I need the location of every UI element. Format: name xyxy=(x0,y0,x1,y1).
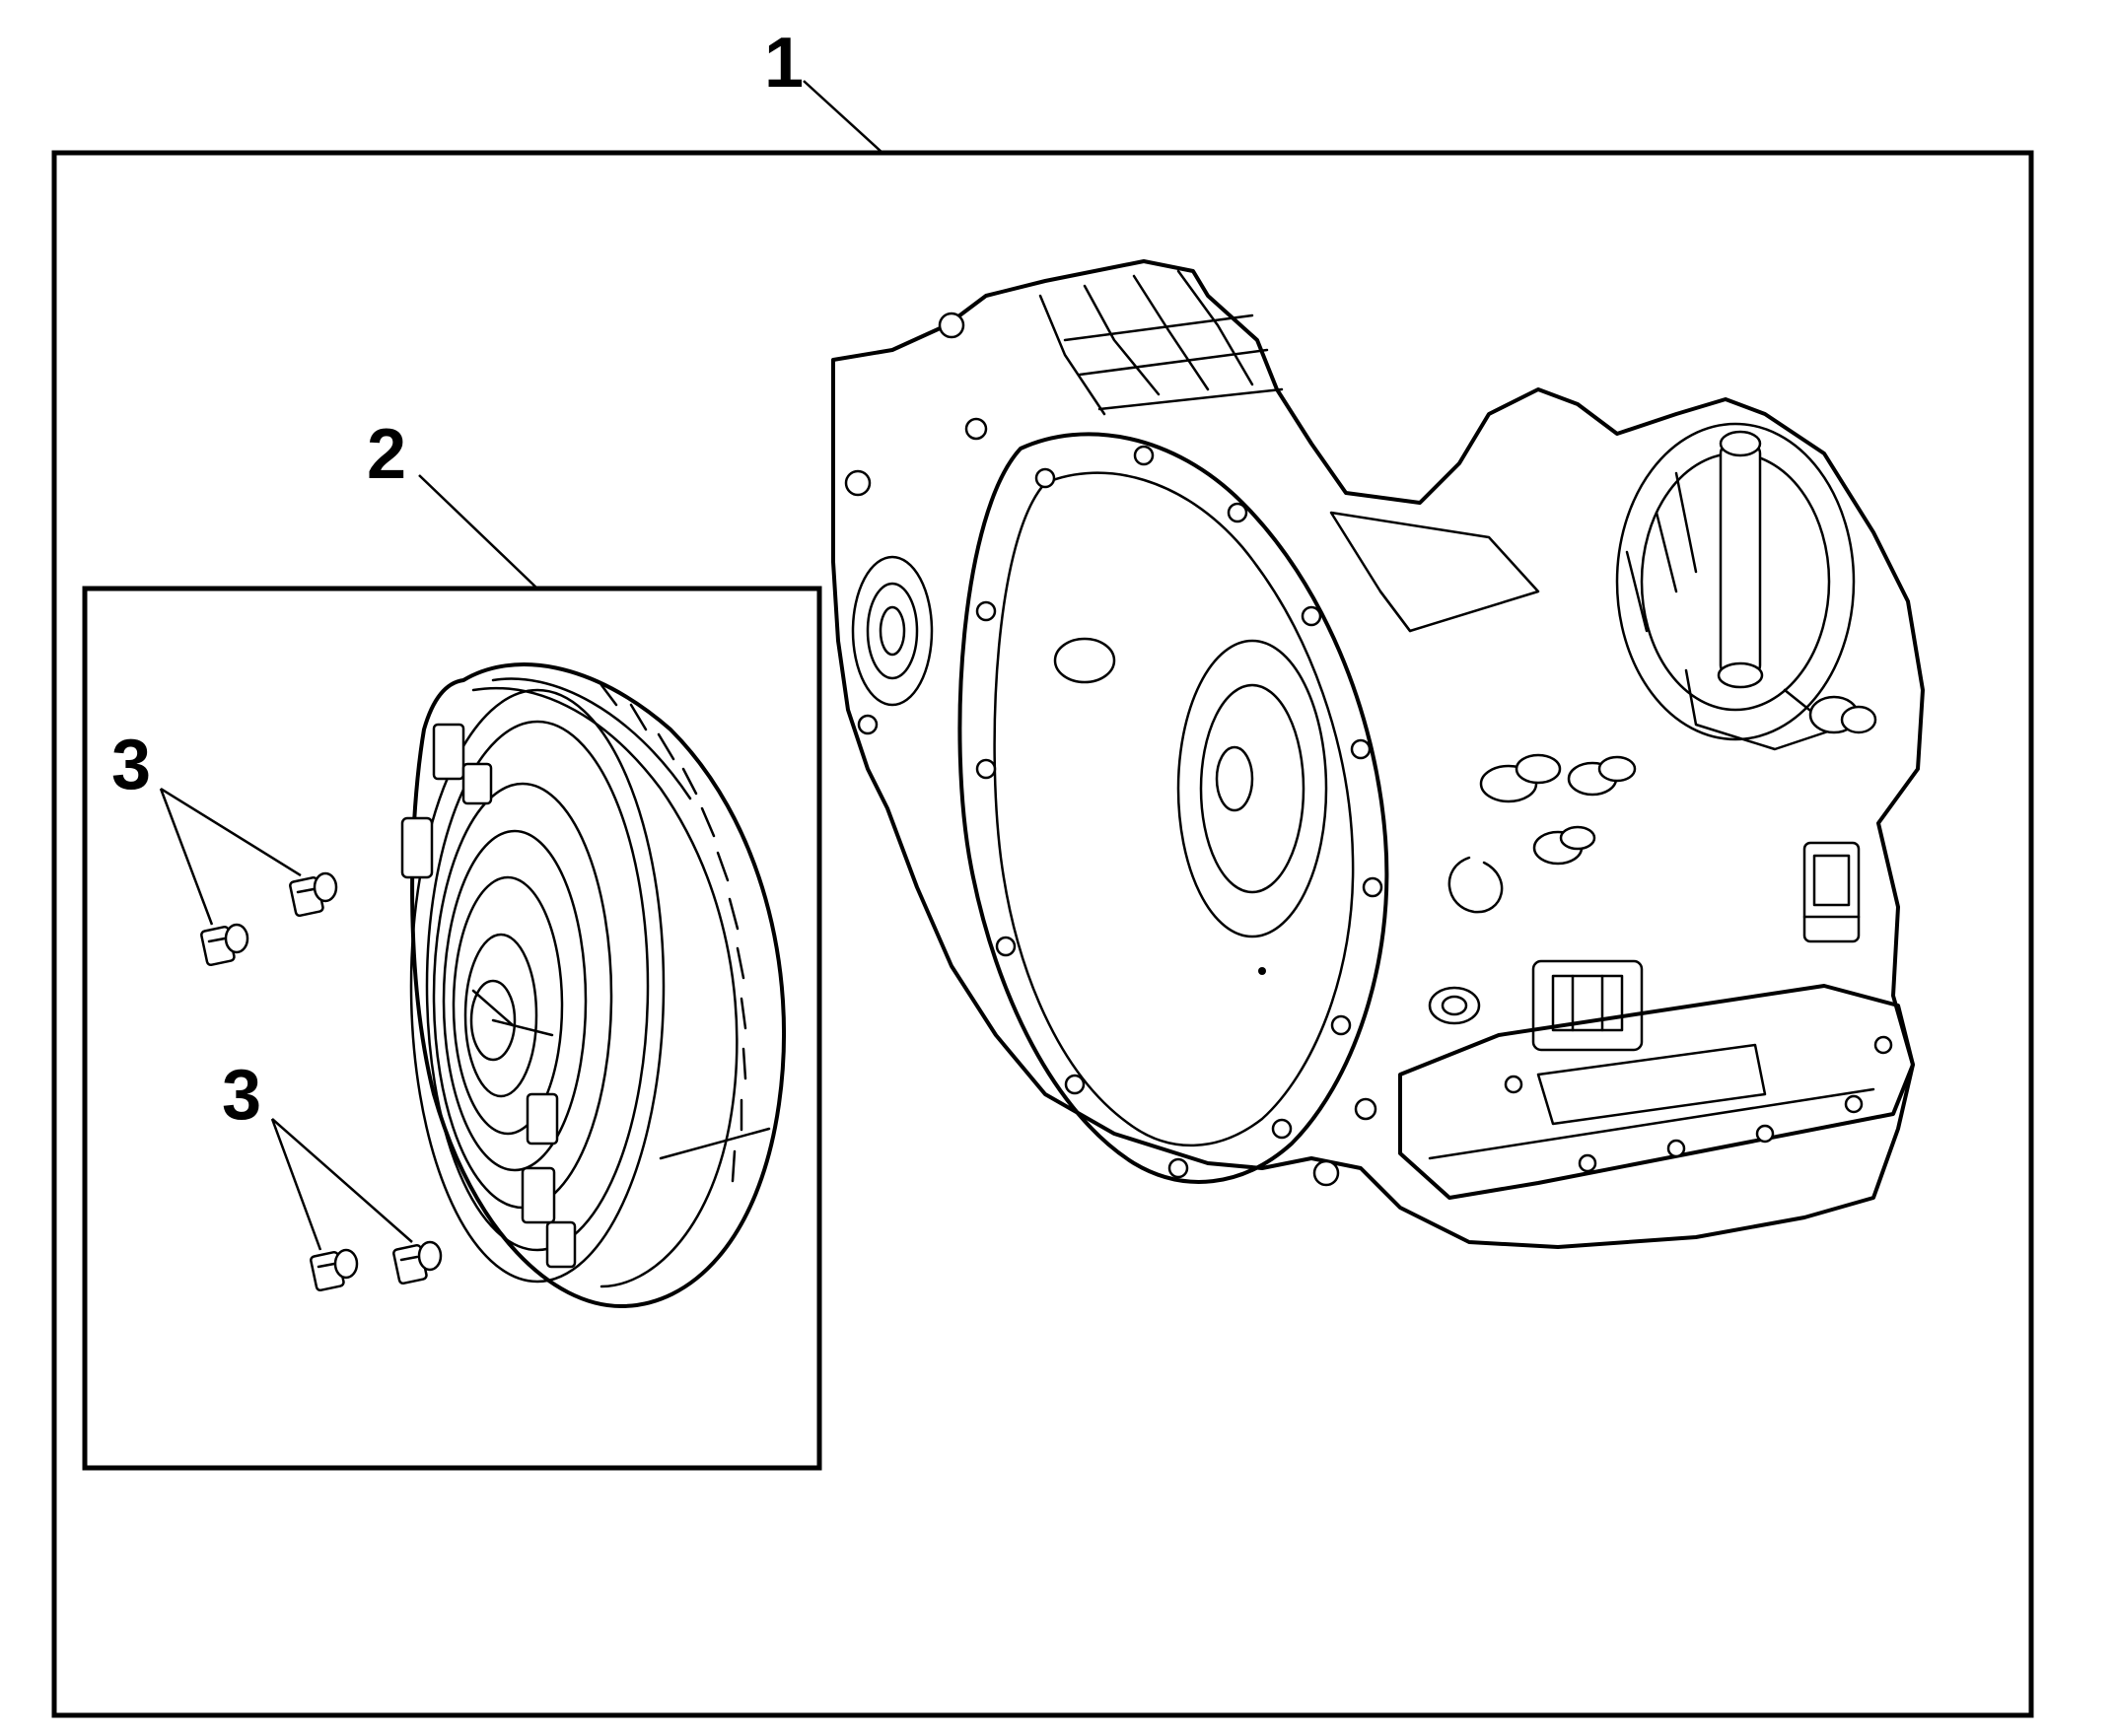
torque-converter xyxy=(400,662,786,1308)
fitting-right xyxy=(1808,695,1877,734)
converter-kit-frame xyxy=(82,586,822,1471)
leader-3b-upper xyxy=(160,787,302,877)
fitting-left xyxy=(1479,753,1562,803)
callout-2: 2 xyxy=(367,415,406,494)
callout-3-lower: 3 xyxy=(222,1056,261,1135)
fitting-lower xyxy=(1532,825,1596,866)
transmission-assembly xyxy=(831,259,1925,1249)
leader-3a-lower xyxy=(270,1118,322,1251)
connector-center xyxy=(1531,959,1644,1052)
fitting-middle xyxy=(1567,755,1637,797)
bolt-lower-right xyxy=(392,1240,443,1285)
leader-3a-upper xyxy=(159,788,214,926)
assembly-frame xyxy=(51,150,2034,1718)
leader-3b-lower xyxy=(271,1118,413,1243)
bolt-upper-left xyxy=(200,923,249,967)
callout-3-upper: 3 xyxy=(111,726,151,804)
connector-right xyxy=(1802,841,1861,943)
bolt-lower-left xyxy=(310,1248,359,1292)
bolt-upper-right xyxy=(289,871,338,918)
leader-2 xyxy=(418,474,538,590)
callout-1: 1 xyxy=(764,24,804,103)
leader-1 xyxy=(803,80,883,154)
